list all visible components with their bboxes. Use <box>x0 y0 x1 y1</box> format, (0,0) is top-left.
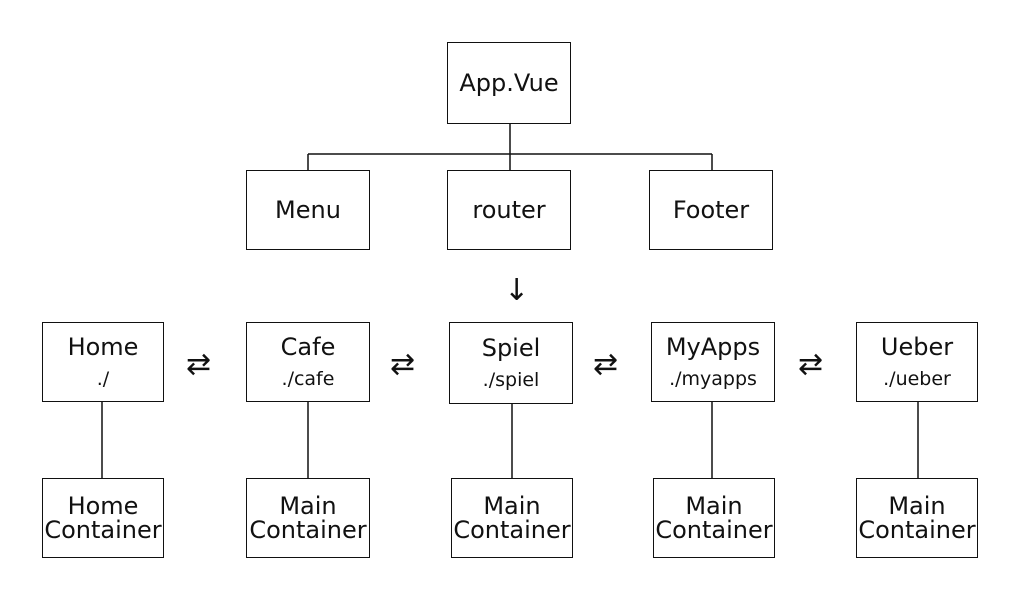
bidirectional-arrow-icon-spiel-myapps: ⇄ <box>593 347 619 382</box>
container-box-ueber: Main Container <box>856 478 978 558</box>
route-box-spiel: Spiel ./spiel <box>449 322 573 404</box>
menu-label: Menu <box>275 196 341 224</box>
route-name-spiel: Spiel <box>481 334 541 362</box>
container-line1-myapps: Main <box>685 492 743 520</box>
router-box: router <box>447 170 571 250</box>
container-line2-ueber: Container <box>858 516 976 544</box>
container-box-home: Home Container <box>42 478 164 558</box>
container-line1-home: Home <box>67 492 139 520</box>
route-path-ueber: ./ueber <box>883 368 951 390</box>
app-vue-label: App.Vue <box>459 69 559 97</box>
bidirectional-arrow-icon-cafe-spiel: ⇄ <box>390 347 416 382</box>
footer-label: Footer <box>672 196 750 224</box>
container-box-myapps: Main Container <box>653 478 775 558</box>
container-box-spiel: Main Container <box>451 478 573 558</box>
footer-box: Footer <box>649 170 773 250</box>
route-path-home: ./ <box>96 368 110 390</box>
route-path-cafe: ./cafe <box>281 368 335 390</box>
container-line2-myapps: Container <box>655 516 773 544</box>
container-line2-cafe: Container <box>249 516 367 544</box>
route-box-myapps: MyApps ./myapps <box>651 322 775 402</box>
app-vue-box: App.Vue <box>447 42 571 124</box>
container-line2-spiel: Container <box>453 516 571 544</box>
route-path-myapps: ./myapps <box>669 368 757 390</box>
router-label: router <box>472 196 546 224</box>
route-box-home: Home ./ <box>42 322 164 402</box>
menu-box: Menu <box>246 170 370 250</box>
container-line1-cafe: Main <box>279 492 337 520</box>
route-name-ueber: Ueber <box>880 333 954 361</box>
route-box-ueber: Ueber ./ueber <box>856 322 978 402</box>
route-name-home: Home <box>67 333 139 361</box>
container-line1-ueber: Main <box>888 492 946 520</box>
router-down-arrow-icon: ↓ <box>504 273 530 308</box>
bidirectional-arrow-icon-myapps-ueber: ⇄ <box>798 347 824 382</box>
route-name-cafe: Cafe <box>280 333 336 361</box>
container-line1-spiel: Main <box>483 492 541 520</box>
bidirectional-arrow-icon-home-cafe: ⇄ <box>186 347 212 382</box>
route-name-myapps: MyApps <box>665 333 761 361</box>
route-box-cafe: Cafe ./cafe <box>246 322 370 402</box>
container-box-cafe: Main Container <box>246 478 370 558</box>
container-line2-home: Container <box>44 516 162 544</box>
route-path-spiel: ./spiel <box>482 369 540 391</box>
